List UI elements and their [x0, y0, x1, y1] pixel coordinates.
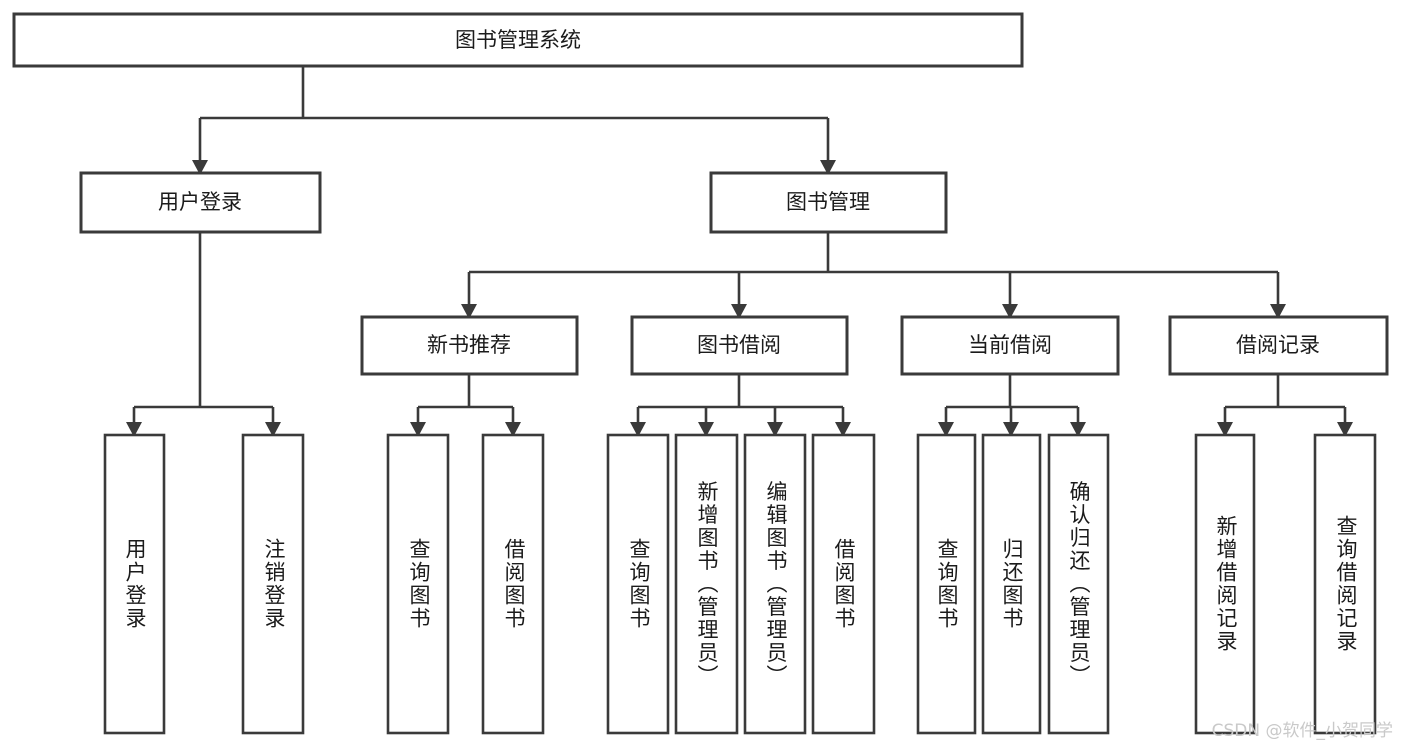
connector-group	[126, 66, 1353, 437]
node-current-borrow-label: 当前借阅	[968, 333, 1052, 357]
arrow-head-icon	[1070, 422, 1086, 437]
node-book-manage-label: 图书管理	[786, 190, 870, 214]
leaf-query-book-current[interactable]: 查询图书	[916, 433, 977, 735]
arrow-head-icon	[820, 160, 836, 175]
node-root[interactable]: 图书管理系统	[12, 12, 1024, 68]
leaf-confirm-return[interactable]: 确认归还（管理员）	[1047, 433, 1110, 735]
leaf-add-book-label: 新增图书（管理员）	[695, 481, 719, 688]
node-book-borrow-label: 图书借阅	[697, 333, 781, 357]
arrow-head-icon	[1003, 422, 1019, 437]
node-book-manage-box	[709, 171, 948, 234]
conn-record-to-leaves	[1217, 374, 1353, 437]
leaf-user-login[interactable]: 用户登录	[103, 433, 166, 735]
node-user-login[interactable]: 用户登录	[79, 171, 322, 234]
leaf-query-book-borrow-box	[606, 433, 670, 735]
arrow-head-icon	[1002, 304, 1018, 319]
leaf-edit-book-label: 编辑图书（管理员）	[764, 481, 788, 688]
node-user-login-label: 用户登录	[158, 190, 242, 214]
node-book-borrow-box	[630, 315, 849, 376]
leaf-edit-book-box	[743, 433, 807, 735]
leaf-add-record[interactable]: 新增借阅记录	[1194, 433, 1256, 735]
leaf-borrow-book[interactable]: 借阅图书	[811, 433, 876, 735]
conn-current-to-leaves	[938, 374, 1086, 437]
leaf-borrow-book-new[interactable]: 借阅图书	[481, 433, 545, 735]
arrow-head-icon	[410, 422, 426, 437]
leaf-user-login-box	[103, 433, 166, 735]
arrow-head-icon	[192, 160, 208, 175]
leaf-add-record-label: 新增借阅记录	[1214, 515, 1238, 653]
node-root-label: 图书管理系统	[455, 28, 581, 52]
leaf-query-book-borrow[interactable]: 查询图书	[606, 433, 670, 735]
leaf-query-record-label: 查询借阅记录	[1334, 515, 1358, 653]
leaf-query-book-new-box	[386, 433, 450, 735]
leaf-query-book-new[interactable]: 查询图书	[386, 433, 450, 735]
leaf-return-book[interactable]: 归还图书	[981, 433, 1042, 735]
leaf-add-book[interactable]: 新增图书（管理员）	[674, 433, 739, 735]
leaf-borrow-book-new-label: 借阅图书	[502, 538, 526, 630]
conn-userlogin-to-leaves	[126, 232, 281, 437]
leaf-query-book-current-label: 查询图书	[935, 538, 959, 630]
leaf-query-book-new-label: 查询图书	[407, 538, 431, 630]
arrow-head-icon	[767, 422, 783, 437]
arrow-head-icon	[1337, 422, 1353, 437]
node-current-borrow-box	[900, 315, 1120, 376]
arrow-head-icon	[938, 422, 954, 437]
leaf-confirm-return-label: 确认归还（管理员）	[1067, 481, 1091, 688]
leaf-return-book-box	[981, 433, 1042, 735]
arrow-head-icon	[731, 304, 747, 319]
leaf-query-record-box	[1313, 433, 1377, 735]
conn-bookmanage-to-level2	[461, 232, 1286, 319]
node-user-login-box	[79, 171, 322, 234]
arrow-head-icon	[1217, 422, 1233, 437]
leaf-borrow-book-label: 借阅图书	[832, 538, 856, 630]
node-borrow-record-box	[1168, 315, 1389, 376]
node-current-borrow[interactable]: 当前借阅	[900, 315, 1120, 376]
arrow-head-icon	[126, 422, 142, 437]
leaf-add-book-box	[674, 433, 739, 735]
arrow-head-icon	[835, 422, 851, 437]
leaf-add-record-box	[1194, 433, 1256, 735]
node-new-book-rec-box	[360, 315, 579, 376]
leaf-edit-book[interactable]: 编辑图书（管理员）	[743, 433, 807, 735]
leaf-query-book-borrow-label: 查询图书	[627, 538, 651, 630]
arrow-head-icon	[505, 422, 521, 437]
leaf-user-login-label: 用户登录	[123, 538, 147, 630]
leaf-borrow-book-new-box	[481, 433, 545, 735]
node-borrow-record-label: 借阅记录	[1236, 333, 1320, 357]
node-new-book-rec-label: 新书推荐	[427, 333, 511, 357]
conn-bookborrow-to-leaves	[630, 374, 851, 437]
arrow-head-icon	[630, 422, 646, 437]
node-borrow-record[interactable]: 借阅记录	[1168, 315, 1389, 376]
arrow-head-icon	[265, 422, 281, 437]
arrow-head-icon	[698, 422, 714, 437]
leaf-return-book-label: 归还图书	[1000, 538, 1024, 630]
conn-root-to-level1	[192, 66, 836, 175]
conn-newbook-to-leaves	[410, 374, 521, 437]
leaf-logout-label: 注销登录	[262, 538, 286, 630]
leaf-confirm-return-box	[1047, 433, 1110, 735]
arrow-head-icon	[1270, 304, 1286, 319]
node-new-book-rec[interactable]: 新书推荐	[360, 315, 579, 376]
leaf-logout-box	[241, 433, 305, 735]
node-root-box	[12, 12, 1024, 68]
node-book-borrow[interactable]: 图书借阅	[630, 315, 849, 376]
arrow-head-icon	[461, 304, 477, 319]
leaf-borrow-book-box	[811, 433, 876, 735]
node-book-manage[interactable]: 图书管理	[709, 171, 948, 234]
leaf-query-record[interactable]: 查询借阅记录	[1313, 433, 1377, 735]
leaf-query-book-current-box	[916, 433, 977, 735]
leaf-logout[interactable]: 注销登录	[241, 433, 305, 735]
